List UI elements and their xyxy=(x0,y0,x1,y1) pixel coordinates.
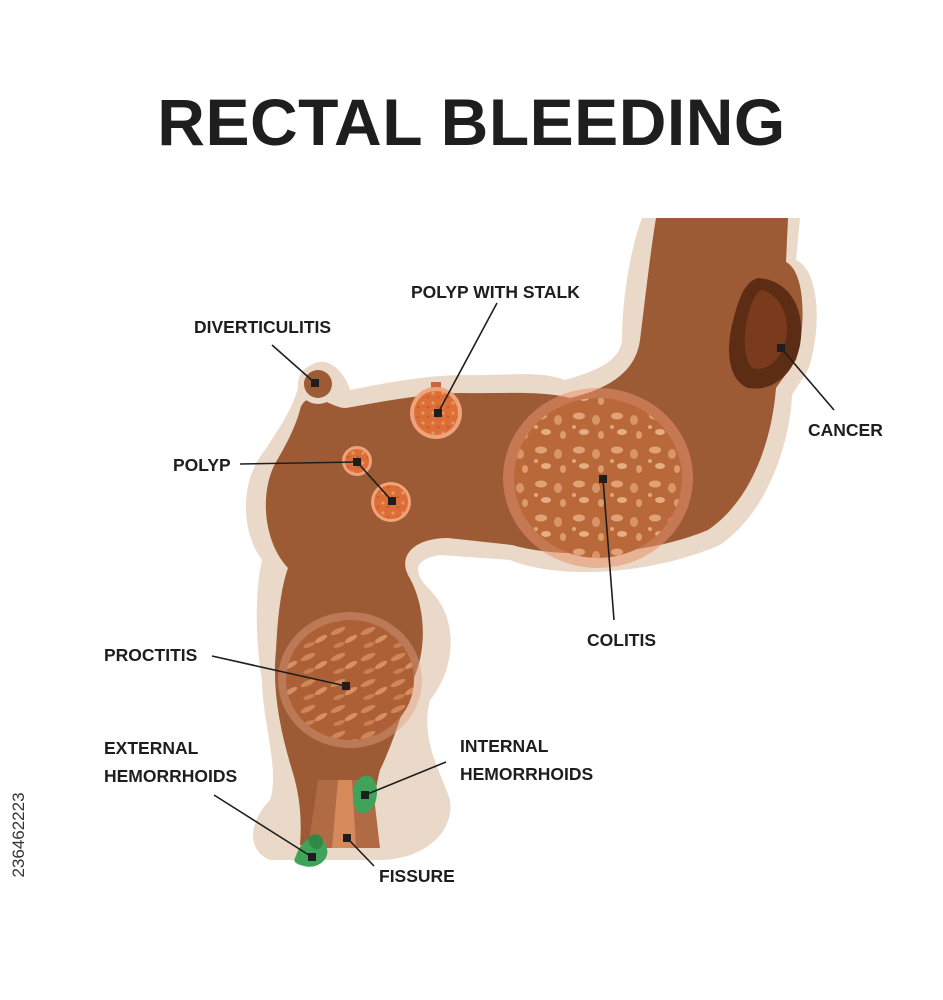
stock-id-text: 236462223 xyxy=(9,792,28,878)
label-external-hemorrhoids-line1: EXTERNAL xyxy=(104,738,199,758)
label-internal-hemorrhoids-line1: INTERNAL xyxy=(460,736,549,756)
label-colitis: COLITIS xyxy=(587,630,657,650)
diagram-title: RECTAL BLEEDING xyxy=(157,85,786,159)
label-cancer: CANCER xyxy=(808,420,883,440)
label-fissure: FISSURE xyxy=(379,866,455,886)
label-external-hemorrhoids-line2: HEMORRHOIDS xyxy=(104,766,238,786)
colitis-area xyxy=(503,388,693,568)
label-internal-hemorrhoids-line2: HEMORRHOIDS xyxy=(460,764,594,784)
cancer-tumor xyxy=(729,278,802,389)
label-polyp-with-stalk: POLYP WITH STALK xyxy=(411,282,580,302)
polyps xyxy=(342,446,411,522)
external-hemorrhoids xyxy=(294,834,328,867)
label-polyp: POLYP xyxy=(173,455,231,475)
label-proctitis: PROCTITIS xyxy=(104,645,198,665)
stock-id-watermark: 236462223 xyxy=(8,770,30,900)
leader-lines xyxy=(211,302,835,867)
proctitis-area xyxy=(278,612,422,748)
label-diverticulitis: DIVERTICULITIS xyxy=(194,317,332,337)
